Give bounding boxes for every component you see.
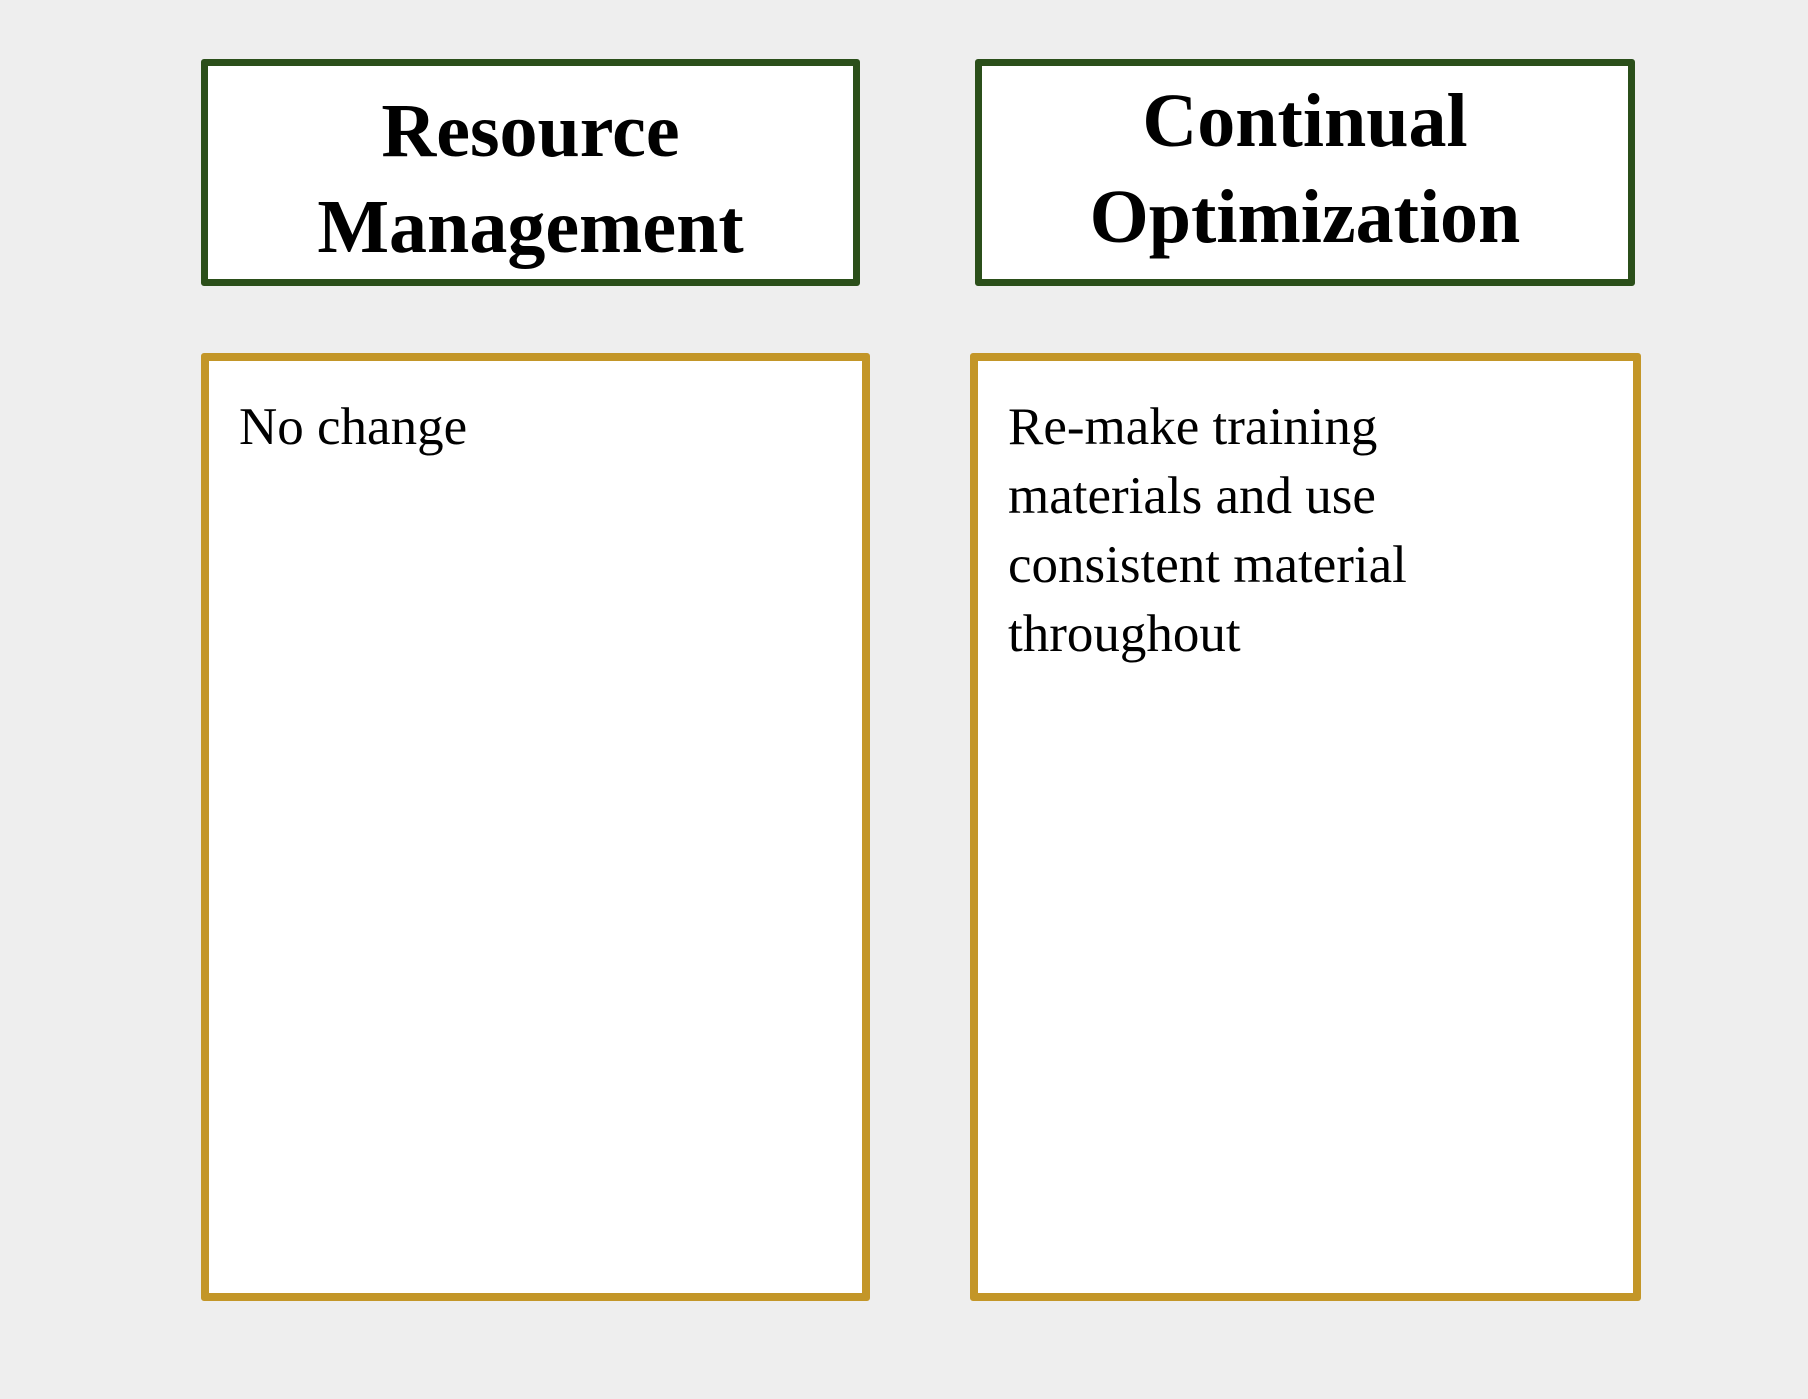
continual-optimization-content-box: Re-make training materials and use consi… [970,353,1641,1301]
resource-management-content-text: No change [239,398,468,456]
continual-optimization-header: Continual Optimization [975,59,1635,286]
continual-optimization-content-text: Re-make training materials and use consi… [1008,398,1407,663]
resource-management-title: Resource Management [317,88,744,269]
resource-management-content-box: No change [201,353,870,1301]
continual-optimization-title: Continual Optimization [1089,78,1521,259]
resource-management-header: Resource Management [201,59,860,286]
